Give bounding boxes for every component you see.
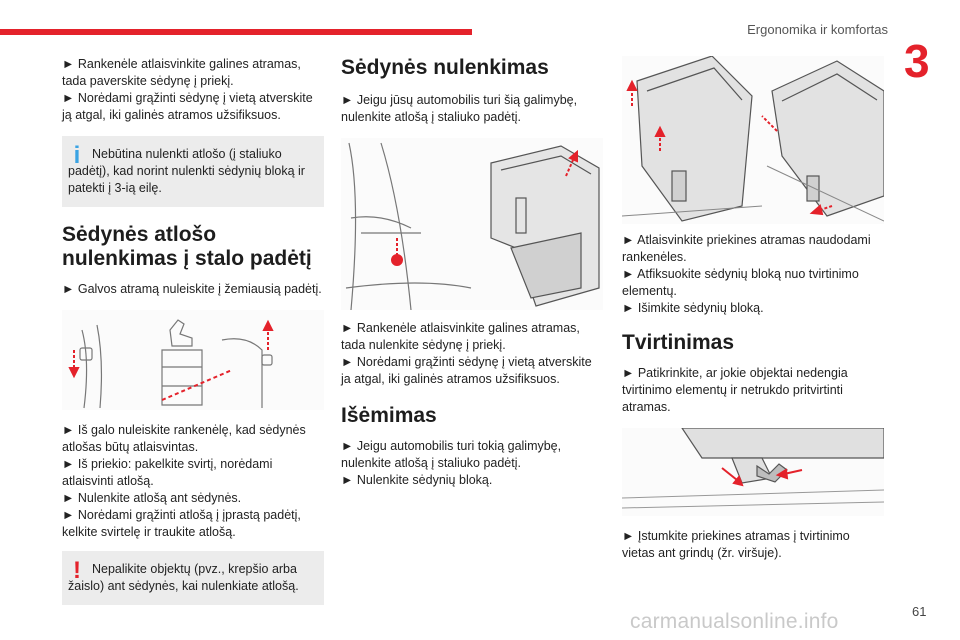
c1-p2: ► Norėdami grąžinti sėdynę į vietą atver…: [62, 91, 313, 122]
c3-p2: ► Atfiksuokite sėdynių bloką nuo tvirtin…: [622, 267, 859, 298]
page-number: 61: [912, 604, 927, 619]
figure-seat-removal: [622, 56, 884, 224]
warning-note: ! Nepalikite objektų (pvz., krepšio arba…: [62, 551, 324, 605]
c1-p3: ► Galvos atramą nuleiskite į žemiausią p…: [62, 282, 322, 296]
c3-p3: ► Išimkite sėdynių bloką.: [622, 301, 764, 315]
c1-p6: ► Nulenkite atlošą ant sėdynės.: [62, 491, 242, 505]
c2-p3: ► Norėdami grąžinti sėdynę į vietą atver…: [341, 355, 592, 386]
c1-p1: ► Rankenėle atlaisvinkite galines atrama…: [62, 57, 301, 88]
c2-p2: ► Rankenėle atlaisvinkite galines atrama…: [341, 321, 580, 352]
warning-icon: !: [73, 557, 81, 584]
info-note-text: Nebūtina nulenkti atlošo (į staliuko pad…: [68, 147, 305, 195]
column-1: ► Rankenėle atlaisvinkite galines atrama…: [62, 56, 324, 605]
chapter-number: 3: [904, 35, 930, 87]
warning-note-text: Nepalikite objektų (pvz., krepšio arba ž…: [68, 562, 299, 593]
c3-p1: ► Atlaisvinkite priekines atramas naudod…: [622, 233, 871, 264]
figure-backrest-lever: [62, 310, 324, 410]
figure-seat-folding: [341, 138, 603, 310]
heading-table-position: Sėdynės atlošo nulenkimas į stalo padėtį: [62, 223, 312, 270]
watermark: carmanualsonline.info: [630, 610, 839, 633]
heading-removal: Išėmimas: [341, 404, 437, 427]
c1-p5: ► Iš priekio: pakelkite svirtį, norėdami…: [62, 457, 273, 488]
column-3: ► Atlaisvinkite priekines atramas naudod…: [622, 56, 884, 562]
info-icon: i: [73, 142, 81, 169]
section-title: Ergonomika ir komfortas: [747, 22, 888, 37]
figure-floor-anchors: [622, 428, 884, 516]
info-note: i Nebūtina nulenkti atlošo (į staliuko p…: [62, 136, 324, 207]
header-accent-bar: [0, 29, 472, 35]
heading-fixing: Tvirtinimas: [622, 331, 735, 354]
c2-p5: ► Nulenkite sėdynių bloką.: [341, 473, 493, 487]
c1-p7: ► Norėdami grąžinti atlošą į įprastą pad…: [62, 508, 301, 539]
c2-p1: ► Jeigu jūsų automobilis turi šią galimy…: [341, 93, 578, 124]
c2-p4: ► Jeigu automobilis turi tokią galimybę,…: [341, 439, 562, 470]
column-2: Sėdynės nulenkimas ► Jeigu jūsų automobi…: [341, 56, 603, 489]
c3-p4: ► Patikrinkite, ar jokie objektai nedeng…: [622, 366, 848, 414]
heading-seat-folding: Sėdynės nulenkimas: [341, 56, 549, 79]
c3-p5: ► Įstumkite priekines atramas į tvirtini…: [622, 529, 850, 560]
c1-p4: ► Iš galo nuleiskite rankenėlę, kad sėdy…: [62, 423, 306, 454]
